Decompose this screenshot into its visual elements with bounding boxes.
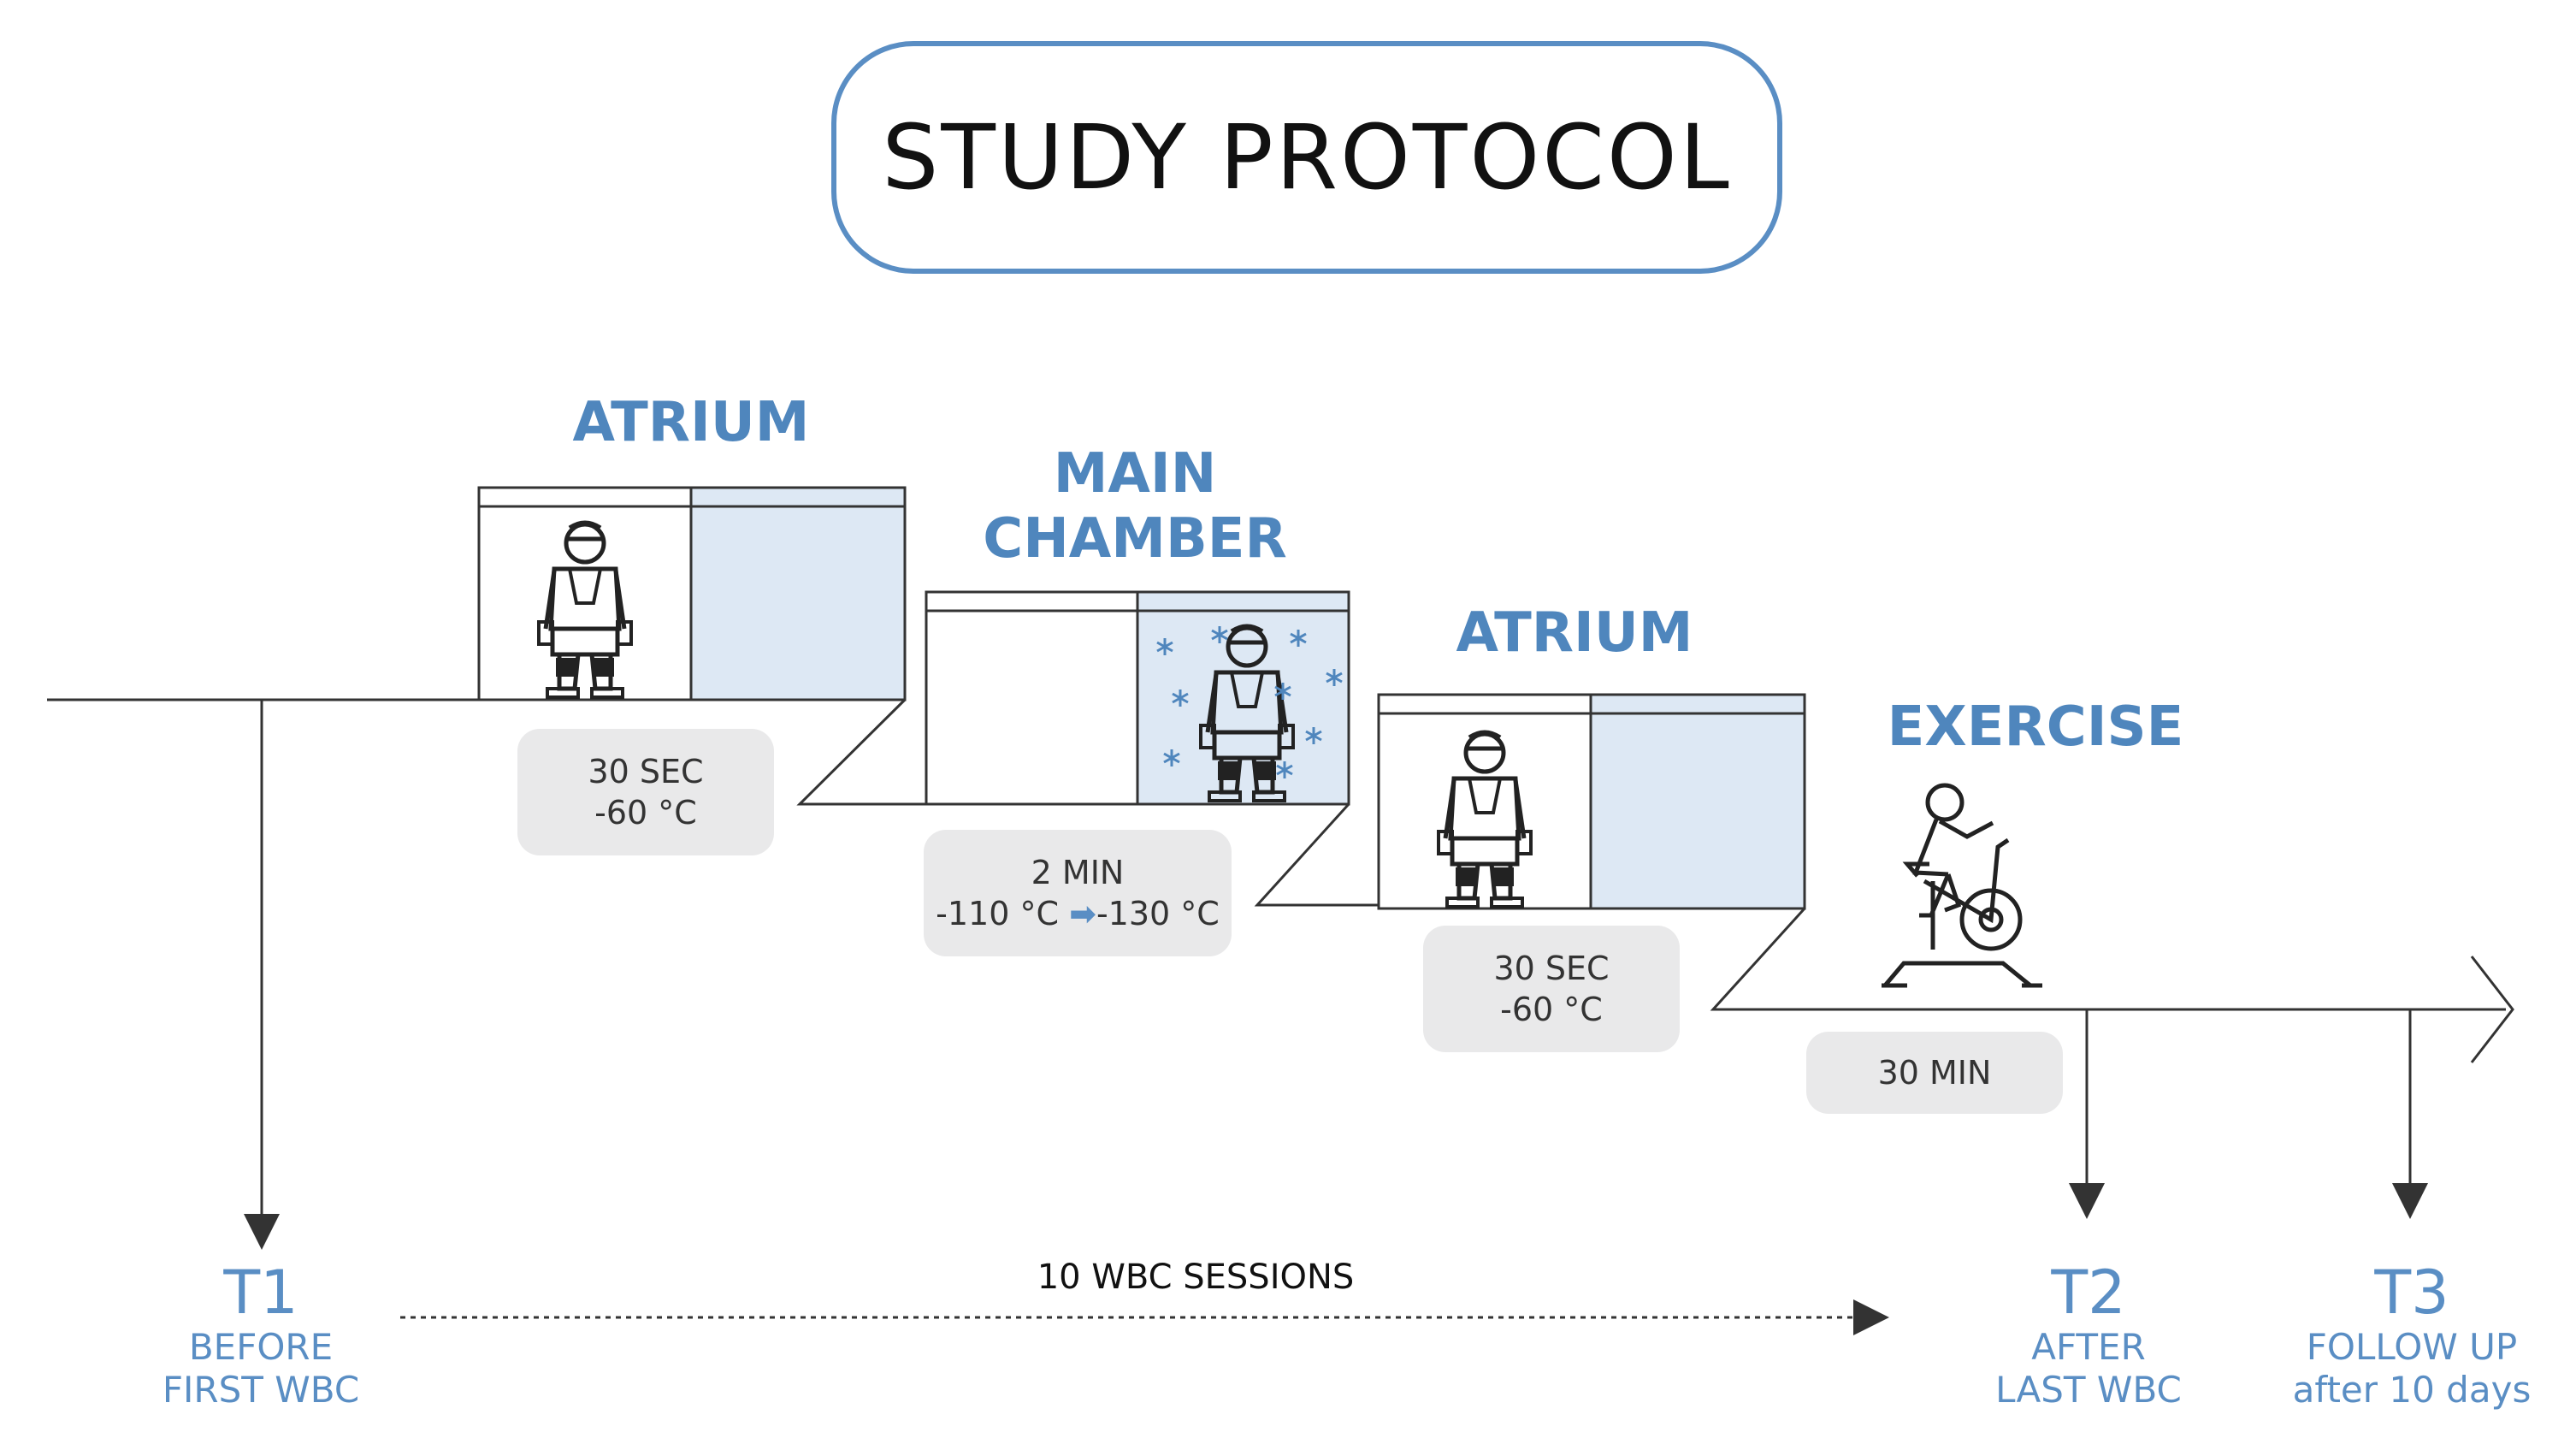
info-temperature: -60 °C — [594, 794, 697, 832]
info-temperature-range: -110 °C ➡-130 °C — [936, 893, 1220, 934]
stage-heading-atrium-2: ATRIUM — [1456, 601, 1693, 665]
timepoint-line: after 10 days — [2292, 1369, 2532, 1411]
timepoint-line: AFTER — [2031, 1326, 2146, 1368]
timepoint-t2: T2 AFTER LAST WBC — [1995, 1259, 2182, 1412]
timepoint-t3: T3 FOLLOW UP after 10 days — [2293, 1259, 2532, 1412]
stage-heading-atrium-1: ATRIUM — [572, 391, 810, 454]
sessions-label: 10 WBC SESSIONS — [1037, 1258, 1355, 1297]
timepoint-line: FIRST WBC — [162, 1369, 360, 1411]
info-temperature: -60 °C — [1500, 991, 1603, 1028]
info-duration: 30 SEC — [1493, 950, 1610, 987]
arrow-right-icon: ➡ — [1069, 895, 1096, 932]
timepoint-line: LAST WBC — [1995, 1369, 2182, 1411]
person-icon — [539, 523, 631, 697]
info-box-main-chamber: 2 MIN -110 °C ➡-130 °C — [924, 830, 1232, 956]
info-box-atrium-2: 30 SEC -60 °C — [1423, 926, 1680, 1052]
info-temperature-from: -110 °C — [936, 895, 1060, 932]
info-temperature-to: -130 °C — [1096, 895, 1220, 932]
timepoint-line: FOLLOW UP — [2306, 1326, 2518, 1368]
timepoint-id: T3 — [2374, 1258, 2449, 1328]
info-duration: 30 MIN — [1877, 1054, 1992, 1092]
info-box-atrium-1: 30 SEC -60 °C — [517, 729, 774, 855]
stage-heading-line: MAIN — [1053, 442, 1217, 506]
cyclist-icon — [1882, 783, 2042, 988]
info-duration: 30 SEC — [588, 753, 704, 790]
info-duration: 2 MIN — [1031, 854, 1125, 891]
timepoint-id: T2 — [2051, 1258, 2126, 1328]
stage-heading-line: CHAMBER — [983, 507, 1287, 571]
timepoint-line: BEFORE — [188, 1326, 334, 1368]
page-title: STUDY PROTOCOL — [882, 105, 1732, 210]
timepoint-id: T1 — [223, 1258, 298, 1328]
stage-heading-main-chamber: MAIN CHAMBER — [983, 441, 1287, 571]
stage-heading-exercise: EXERCISE — [1887, 695, 2184, 759]
person-icon — [1439, 732, 1531, 907]
info-box-exercise: 30 MIN — [1806, 1032, 2063, 1114]
timepoint-t1: T1 BEFORE FIRST WBC — [162, 1259, 359, 1412]
title-box: STUDY PROTOCOL — [831, 41, 1782, 274]
